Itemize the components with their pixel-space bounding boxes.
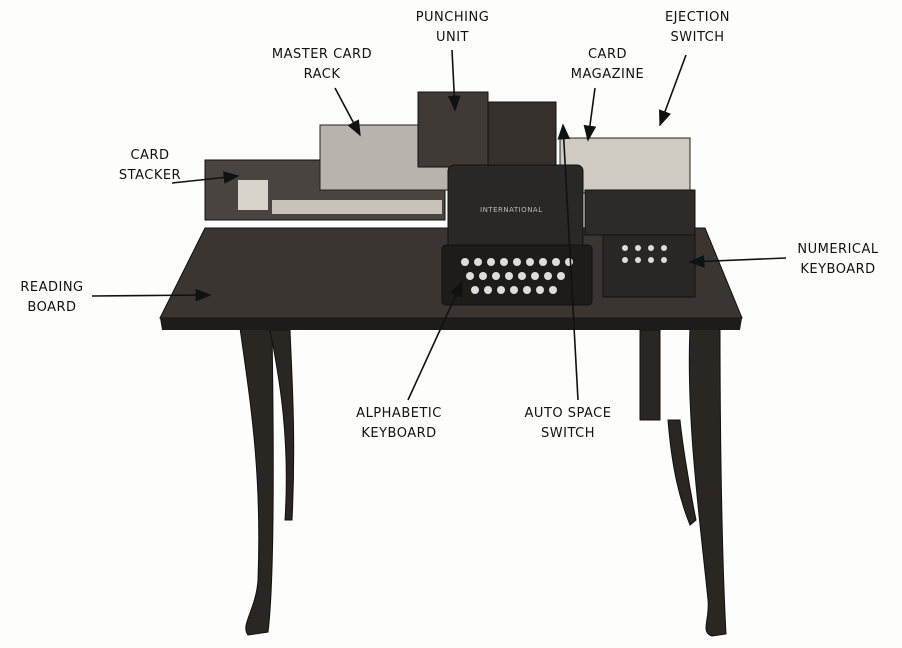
machine-nameplate: INTERNATIONAL — [480, 206, 543, 214]
table-legs — [239, 327, 727, 637]
callout-arrows — [91, 49, 787, 401]
